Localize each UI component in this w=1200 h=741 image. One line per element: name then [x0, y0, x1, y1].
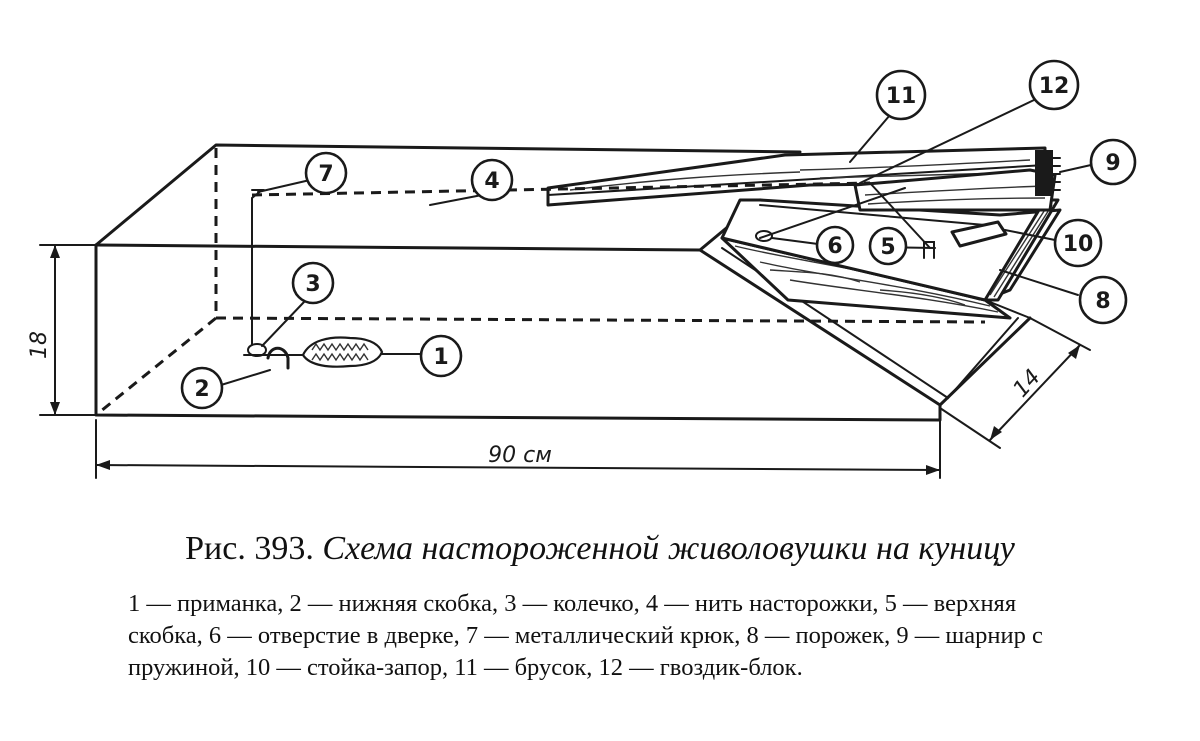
callout-10: 10 [1053, 218, 1103, 268]
dimension-width-label: 14 [1009, 365, 1046, 403]
svg-text:4: 4 [484, 169, 499, 194]
figure-caption: Рис. 393. Схема настороженной живоловушк… [0, 530, 1200, 568]
callout-5: 5 [868, 226, 908, 266]
callout-2: 2 [180, 366, 224, 410]
svg-text:11: 11 [886, 84, 917, 109]
svg-text:12: 12 [1039, 74, 1070, 99]
svg-text:3: 3 [305, 272, 320, 297]
figure-number: Рис. 393. [185, 530, 314, 567]
bar-piece [546, 146, 1061, 212]
callout-4: 4 [470, 158, 514, 202]
lock-post [950, 220, 1008, 248]
svg-text:5: 5 [880, 235, 895, 260]
trap-box [94, 143, 1032, 422]
callout-11: 11 [875, 69, 927, 121]
dimension-length-label: 90 см [488, 443, 552, 468]
svg-text:2: 2 [194, 377, 209, 402]
callout-7: 7 [304, 151, 348, 195]
svg-text:1: 1 [433, 345, 448, 370]
dimension-height-label: 18 [27, 331, 52, 359]
callout-9: 9 [1089, 138, 1137, 186]
svg-text:8: 8 [1095, 289, 1110, 314]
trigger-string [251, 181, 935, 259]
dimension-height: 18 [27, 244, 97, 416]
svg-text:10: 10 [1063, 232, 1094, 257]
figure-title: Схема настороженной живоловушки на куниц… [322, 530, 1015, 567]
callout-12: 12 [1028, 59, 1080, 111]
hook-assembly [243, 189, 306, 370]
callout-6: 6 [815, 225, 855, 265]
bait [301, 336, 384, 368]
svg-text:9: 9 [1105, 151, 1120, 176]
callout-8: 8 [1078, 275, 1128, 325]
callout-3: 3 [291, 261, 335, 305]
callout-1: 1 [419, 334, 463, 378]
figure-legend: 1 — приманка, 2 — нижняя скобка, 3 — кол… [128, 590, 1043, 681]
dimension-length: 90 см [95, 419, 941, 479]
svg-text:6: 6 [827, 234, 842, 259]
svg-text:7: 7 [318, 162, 333, 187]
